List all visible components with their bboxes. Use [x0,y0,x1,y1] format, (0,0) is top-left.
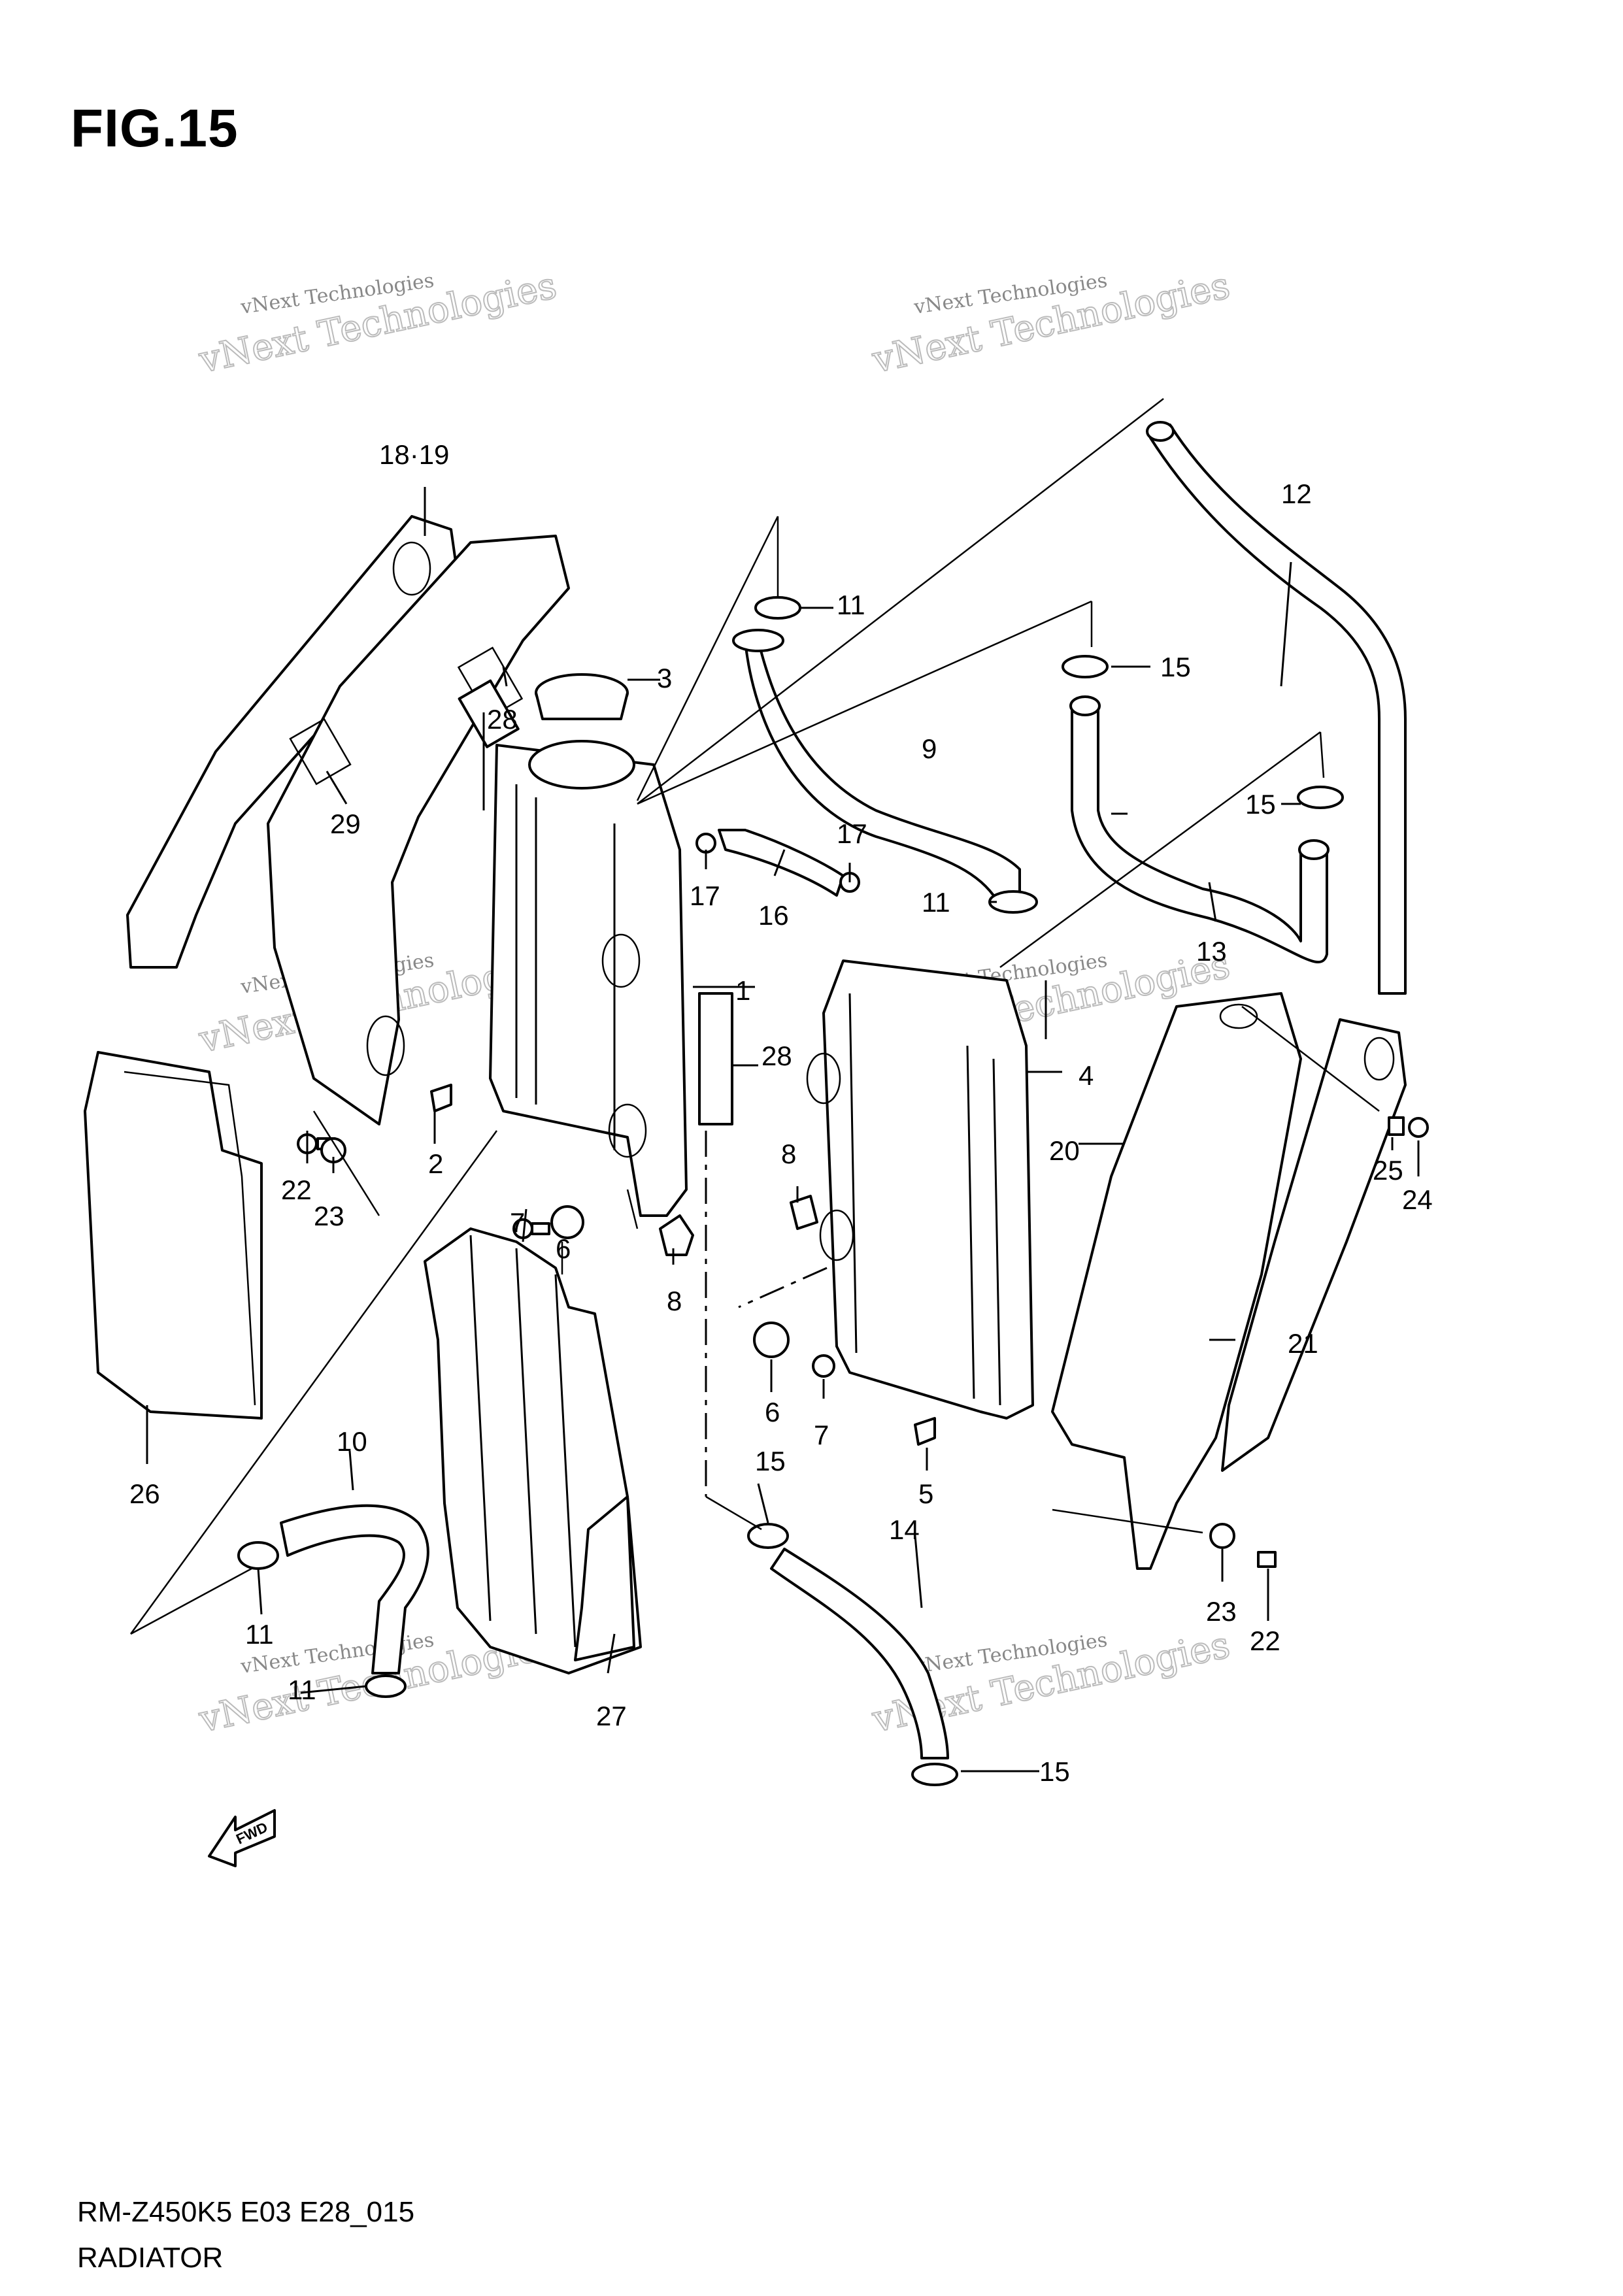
small-hardware [297,679,1429,1568]
callout-21: 21 [1288,1328,1318,1359]
radiator-guard-26 [84,1051,263,1420]
callout-25: 25 [1373,1155,1403,1186]
callout-17: 17 [837,818,867,849]
radiator-shroud-right [1051,992,1407,1570]
footer-model-code: RM-Z450K5 E03 E28_015 [77,2196,415,2228]
callout-22: 22 [281,1174,312,1205]
callout-17: 17 [690,880,720,911]
callout-15: 15 [1160,652,1191,682]
callout-28: 28 [761,1040,792,1071]
radiator-right [806,959,1034,1420]
callout-8: 8 [781,1139,796,1169]
callout-29: 29 [330,808,361,839]
callout-7: 7 [814,1420,829,1450]
callout-14: 14 [889,1514,920,1545]
callout-27: 27 [596,1701,627,1731]
hose-14 [770,1548,949,1759]
hose-12 [1146,421,1407,995]
callout-15: 15 [755,1446,786,1476]
callout-10: 10 [337,1426,367,1457]
callout-11: 11 [922,887,950,918]
hose-16 [718,829,845,897]
callout-1: 1 [735,975,750,1006]
callout-26: 26 [129,1478,160,1509]
callout-5: 5 [918,1478,933,1509]
callout-15: 15 [1245,789,1276,820]
callout-7: 7 [510,1207,525,1238]
callout-3: 3 [657,663,672,693]
fwd-arrow-icon: FWD [208,1809,276,1867]
clamp-11a [754,596,801,620]
clamp-11b [988,890,1038,914]
callout-24: 24 [1402,1184,1433,1215]
callout-20: 20 [1049,1135,1080,1166]
callout-6: 6 [556,1233,571,1264]
radiator-grille-27 [424,1227,642,1674]
callout-16: 16 [758,900,789,931]
leader-lines [129,398,1420,1772]
callout-6: 6 [765,1397,780,1427]
callout-11: 11 [837,590,865,620]
radiator-shroud-left [126,515,570,1125]
callout-9: 9 [922,733,937,764]
callout-2: 2 [428,1148,443,1179]
callouts: 18·19 3 28 29 1 28 12 11 15 9 15 17 17 1… [129,439,1433,1787]
hose-13 [1069,695,1330,963]
callout-22: 22 [1250,1625,1280,1656]
clamp-15a [747,1523,789,1549]
radiator-cap [535,673,629,720]
callout-23: 23 [1206,1596,1237,1627]
clamp-11d [365,1674,407,1698]
callout-4: 4 [1079,1060,1094,1091]
callout-11: 11 [288,1674,316,1705]
hose-10 [280,1504,429,1674]
clamp-15d [911,1763,958,1786]
callout-23: 23 [314,1201,344,1231]
callout-15: 15 [1039,1756,1070,1787]
clamp-11c [237,1541,279,1570]
hose-clamps [237,596,1344,1786]
radiator-left [489,740,733,1217]
callout-12: 12 [1281,478,1312,509]
callout-11: 11 [245,1619,274,1650]
callout-13: 13 [1196,936,1227,967]
clamp-15c [1297,786,1344,809]
footer-section-name: RADIATOR [77,2242,224,2274]
figure-title: FIG.15 [71,99,239,158]
callout-8: 8 [667,1286,682,1316]
callout-28: 28 [487,704,518,735]
clamp-15b [1062,655,1109,678]
callout-18-19: 18·19 [379,439,449,470]
